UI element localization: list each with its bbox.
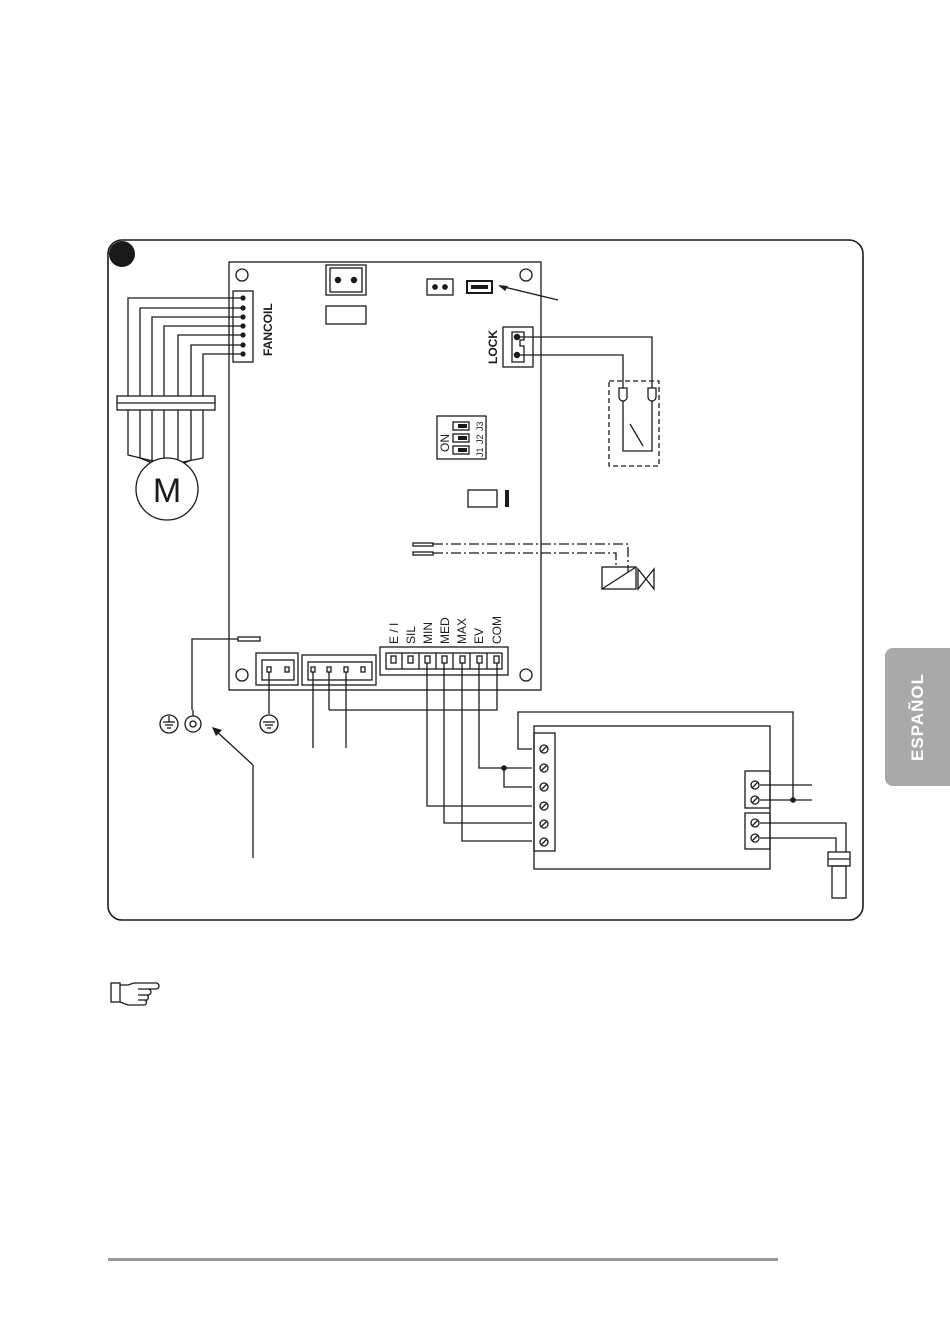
board-component <box>468 490 497 507</box>
board-component <box>326 306 366 324</box>
ring-terminal <box>185 716 201 732</box>
leader-arrow <box>500 286 558 300</box>
terminal-label-med: MED <box>438 617 452 644</box>
board-indicator <box>505 490 509 507</box>
fancoil-label: FANCOIL <box>261 303 275 356</box>
terminal-label-ei: E / I <box>387 623 401 644</box>
terminal-label-sil: SIL <box>404 626 418 644</box>
power-connector <box>326 265 366 295</box>
language-tab-label: ESPAÑOL <box>885 648 950 786</box>
terminal-label-com: COM <box>490 616 504 644</box>
jumper-label-j1: J1 <box>475 447 485 457</box>
language-tab: ESPAÑOL <box>885 648 950 786</box>
small-connector <box>427 279 453 295</box>
board-hole <box>236 269 248 281</box>
figure-marker <box>109 241 135 267</box>
dip-on-label: ON <box>438 434 452 452</box>
terminal-label-ev: EV <box>472 628 486 644</box>
motor-label: M <box>153 472 181 510</box>
pointing-hand-icon <box>110 980 162 1006</box>
lock-connector <box>503 327 533 367</box>
board-hole <box>236 669 248 681</box>
terminal-label-min: MIN <box>421 622 435 644</box>
jumper-label-j2: J2 <box>475 434 485 444</box>
board-hole <box>520 669 532 681</box>
earth-symbol <box>260 715 278 733</box>
lock-label: LOCK <box>486 330 500 364</box>
terminal-label-max: MAX <box>455 618 469 644</box>
board-hole <box>520 269 532 281</box>
room-controller <box>534 726 770 869</box>
valve-icon <box>638 569 654 589</box>
footer-rule <box>108 1258 778 1261</box>
jumper-label-j3: J3 <box>475 421 485 431</box>
